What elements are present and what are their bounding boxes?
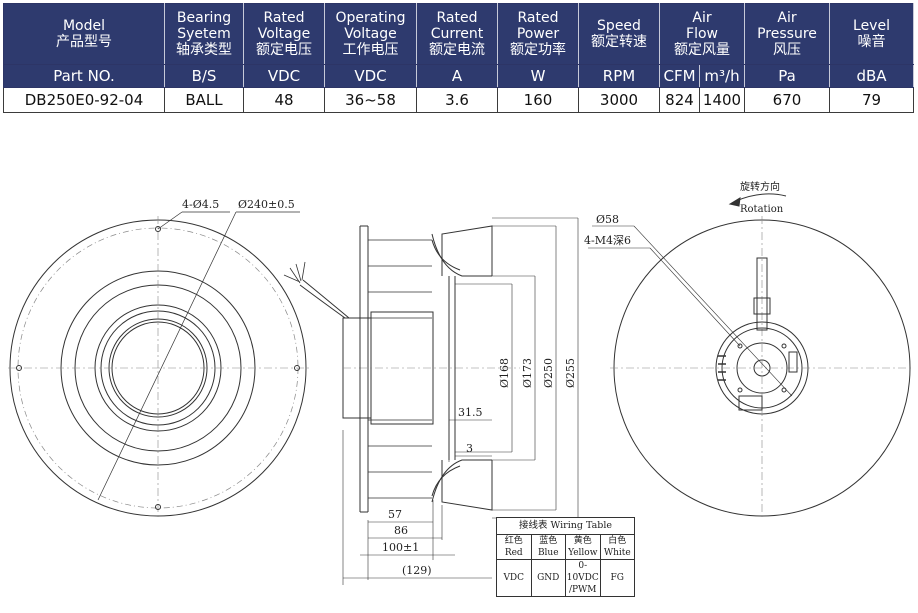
- cell-rated-current: 3.6: [416, 87, 498, 113]
- label-dim-129: (129): [402, 564, 432, 577]
- label-d173: Ø173: [521, 358, 534, 388]
- unit-dba: dBA: [829, 64, 914, 88]
- cell-rated-voltage: 48: [243, 87, 325, 113]
- unit-a: A: [416, 64, 498, 88]
- unit-vdc: VDC: [243, 64, 325, 88]
- unit-pa: Pa: [744, 64, 830, 88]
- spec-table: Model 产品型号 Bearing Syetem 轴承类型 Rated Vol…: [3, 3, 914, 113]
- cell-cfm: 824: [659, 87, 700, 113]
- header-air-flow: Air Flow 额定风量: [659, 3, 745, 65]
- header-rated-voltage: Rated Voltage 额定电压: [243, 3, 325, 65]
- label-d255: Ø255: [564, 358, 577, 388]
- header-rated-current: Rated Current 额定电流: [416, 3, 498, 65]
- unit-m3h: m³/h: [699, 64, 745, 88]
- unit-vdc-operating: VDC: [324, 64, 417, 88]
- label-d168: Ø168: [498, 358, 511, 388]
- wire-signal: FG: [599, 559, 635, 597]
- label-dim-86: 86: [394, 524, 408, 537]
- label-d58: Ø58: [596, 213, 619, 226]
- header-noise-level: Level 噪音: [829, 3, 914, 65]
- cell-pressure: 670: [744, 87, 830, 113]
- unit-bs: B/S: [164, 64, 244, 88]
- wire-signal: GND: [530, 559, 566, 597]
- label-holes: 4-Ø4.5: [182, 198, 219, 211]
- label-dim-3: 3: [466, 442, 473, 455]
- cell-operating-voltage: 36~58: [324, 87, 417, 113]
- label-dim-100: 100±1: [382, 541, 419, 554]
- technical-drawing: 4-Ø4.5 Ø240±0.5: [8, 180, 914, 585]
- cell-speed: 3000: [578, 87, 660, 113]
- header-rated-power: Rated Power 额定功率: [497, 3, 579, 65]
- label-d250: Ø250: [542, 358, 555, 388]
- label-rotation-cn: 旋转方向: [740, 180, 780, 193]
- cell-m3h: 1400: [699, 87, 745, 113]
- header-bearing: Bearing Syetem 轴承类型: [164, 3, 244, 65]
- label-outer-dia: Ø240±0.5: [238, 198, 295, 211]
- front-view-inlet: [8, 211, 310, 520]
- label-screws: 4-M4深6: [584, 234, 631, 247]
- label-rotation-en: Rotation: [740, 204, 784, 215]
- wire-signal: 0-10VDC /PWM: [565, 559, 601, 597]
- cell-noise: 79: [829, 87, 914, 113]
- unit-rpm: RPM: [578, 64, 660, 88]
- label-dim-57: 57: [388, 508, 402, 521]
- unit-cfm: CFM: [659, 64, 700, 88]
- wiring-table-title: 接线表 Wiring Table: [496, 517, 635, 535]
- header-speed: Speed 额定转速: [578, 3, 660, 65]
- side-view: [283, 225, 520, 513]
- label-dim-31-5: 31.5: [458, 406, 483, 419]
- table-row: DB250E0-92-04 BALL 48 36~58 3.6 160 3000…: [3, 87, 914, 113]
- back-view-motor: [588, 193, 914, 520]
- unit-part-no: Part NO.: [3, 64, 165, 88]
- header-model: Model 产品型号: [3, 3, 165, 65]
- cell-bearing: BALL: [164, 87, 244, 113]
- side-view-dims: [342, 217, 579, 585]
- unit-w: W: [497, 64, 579, 88]
- cell-rated-power: 160: [497, 87, 579, 113]
- header-air-pressure: Air Pressure 风压: [744, 3, 830, 65]
- header-operating-voltage: Operating Voltage 工作电压: [324, 3, 417, 65]
- wire-signal: VDC: [496, 559, 532, 597]
- cell-part-no: DB250E0-92-04: [3, 87, 165, 113]
